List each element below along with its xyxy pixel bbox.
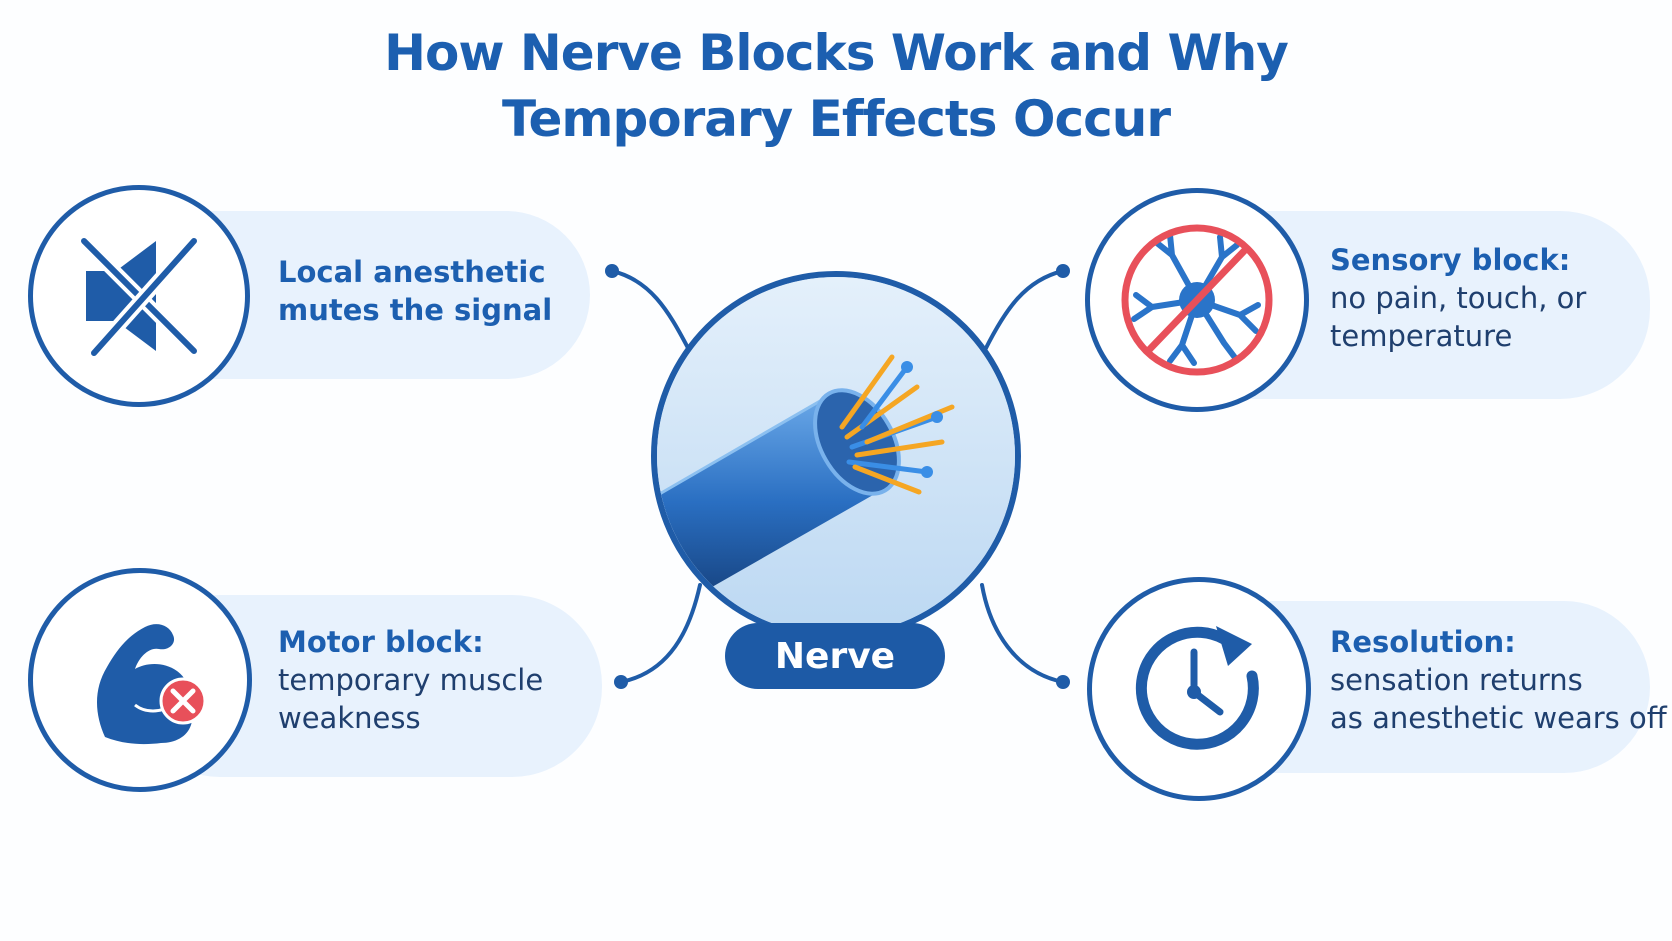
nerve-label: Nerve: [725, 623, 945, 689]
resolution-heading: Resolution:: [1330, 625, 1516, 659]
nerve-bundle-illustration: [657, 277, 1015, 635]
resolution-card-text: Resolution: sensation returns as anesthe…: [1330, 623, 1667, 737]
connector-bottom-left: [619, 583, 702, 684]
sensory-line-1: no pain, touch, or: [1330, 281, 1587, 315]
sensory-icon-circle: [1085, 188, 1309, 412]
connector-dot-bottom-right: [1056, 675, 1070, 689]
connector-top-left: [610, 269, 690, 350]
muted-speaker-icon: [77, 234, 201, 360]
sensory-heading: Sensory block:: [1330, 243, 1571, 277]
local-line-1: Local anesthetic: [278, 255, 546, 289]
local-line-2: mutes the signal: [278, 293, 553, 327]
sensory-line-2: temperature: [1330, 319, 1513, 353]
page-title: How Nerve Blocks Work and Why Temporary …: [0, 20, 1672, 152]
connector-dot-top-right: [1056, 264, 1070, 278]
connector-bottom-right: [980, 583, 1065, 684]
connector-dot-top-left: [605, 264, 619, 278]
resolution-line-2: as anesthetic wears off: [1330, 701, 1667, 735]
clock-refresh-icon: [1135, 626, 1259, 750]
motor-line-1: temporary muscle: [278, 663, 544, 697]
local-card-text: Local anesthetic mutes the signal: [278, 253, 552, 329]
nerve-illustration-circle: [651, 271, 1021, 641]
resolution-icon-circle: [1087, 577, 1311, 801]
title-line-1: How Nerve Blocks Work and Why: [384, 24, 1289, 82]
local-icon-circle: [28, 185, 250, 407]
crossed-neuron-icon: [1121, 224, 1273, 376]
sensory-card-text: Sensory block: no pain, touch, or temper…: [1330, 241, 1586, 355]
title-line-2: Temporary Effects Occur: [502, 90, 1171, 148]
weak-muscle-icon: [97, 624, 207, 745]
motor-heading: Motor block:: [278, 625, 484, 659]
motor-card-text: Motor block: temporary muscle weakness: [278, 623, 543, 737]
resolution-line-1: sensation returns: [1330, 663, 1583, 697]
motor-line-2: weakness: [278, 701, 421, 735]
motor-icon-circle: [28, 568, 252, 792]
connector-top-right: [983, 269, 1065, 352]
connector-dot-bottom-left: [614, 675, 628, 689]
